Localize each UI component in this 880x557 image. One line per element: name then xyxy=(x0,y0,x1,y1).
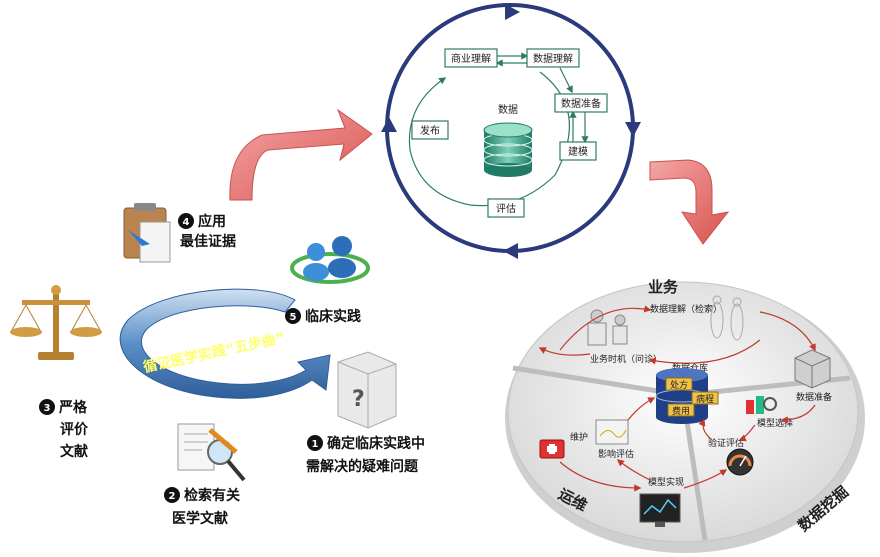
svg-text:需解决的疑难问题: 需解决的疑难问题 xyxy=(306,458,419,475)
gauge-icon xyxy=(726,448,754,476)
box-data-preparation: 数据准备 xyxy=(554,93,608,113)
svg-text:商业理解: 商业理解 xyxy=(451,52,491,65)
sector-line-left xyxy=(512,365,684,398)
svg-text:4: 4 xyxy=(183,217,190,228)
link-timing-search xyxy=(559,305,652,351)
svg-text:发布: 发布 xyxy=(420,124,440,137)
link-prep-select xyxy=(780,404,816,424)
step-2-search-literature: 2 检索有关 医学文献 xyxy=(164,423,246,527)
data-cube-icon xyxy=(794,349,831,389)
medkit-icon xyxy=(539,439,565,459)
red-arrow-right xyxy=(649,159,730,245)
box-modeling: 建模 xyxy=(559,141,597,161)
doctor-figure-icon xyxy=(587,309,628,346)
clipboard-icon xyxy=(123,203,171,263)
svg-text:3: 3 xyxy=(44,403,51,414)
ring-band xyxy=(119,288,331,399)
svg-text:评估: 评估 xyxy=(496,202,516,215)
link-select-valid xyxy=(738,424,756,442)
model-selection: 模型选择 xyxy=(757,417,793,429)
data-understanding-search: 数据理解（检索） xyxy=(650,303,722,315)
impact-eval: 影响评估 xyxy=(598,448,634,460)
ring-arrow-left xyxy=(381,117,397,132)
ebm-five-step-ring: 循证医学实践“五步曲” xyxy=(119,288,331,399)
svg-text:确定临床实践中: 确定临床实践中 xyxy=(327,435,425,452)
svg-text:1: 1 xyxy=(312,439,319,450)
data-preparation: 数据准备 xyxy=(796,391,832,403)
crisp-dm-cycle: 商业理解 数据理解 数据准备 建模 评估 发布 数据 xyxy=(381,3,641,259)
svg-text:建模: 建模 xyxy=(568,145,588,158)
link-valid-warehouse xyxy=(698,418,713,441)
model-impl: 模型实现 xyxy=(648,476,684,488)
document-magnifier-icon xyxy=(177,423,246,482)
link-maint-impl xyxy=(559,461,642,492)
scales-icon xyxy=(10,285,102,360)
warehouse-tag-course: 病程 xyxy=(691,391,719,405)
svg-text:2: 2 xyxy=(169,491,176,502)
svg-text:数据准备: 数据准备 xyxy=(561,97,601,110)
sector-business-label: 业务 xyxy=(648,278,679,296)
step-1-identify-problem: ? 1 确定临床实践中 需解决的疑难问题 xyxy=(306,351,425,475)
doc-icon xyxy=(595,419,629,445)
link-du-dp xyxy=(559,67,573,94)
step-3-appraise-literature: 3 严格 评价 文献 xyxy=(10,285,102,460)
svg-text:病程: 病程 xyxy=(696,393,714,405)
svg-text:检索有关: 检索有关 xyxy=(184,487,240,504)
link-search-prep xyxy=(759,311,816,352)
svg-text:数据理解: 数据理解 xyxy=(533,52,573,65)
inner-cycle-path xyxy=(408,71,571,207)
svg-text:费用: 费用 xyxy=(672,405,690,417)
box-business-understanding: 商业理解 xyxy=(444,48,498,68)
box-deployment: 发布 xyxy=(411,120,449,140)
svg-text:评价: 评价 xyxy=(60,422,89,438)
svg-text:处方: 处方 xyxy=(670,379,688,391)
svg-text:?: ? xyxy=(352,387,365,412)
warehouse-tag-cost: 费用 xyxy=(667,403,695,417)
data-mining-disc: 业务 运维 数据挖掘 数据理解（检索） 业务时机（问诊） 数据仓库 xyxy=(505,278,865,553)
ring-arrow-bottom xyxy=(503,243,518,259)
box-evaluation: 评估 xyxy=(487,198,525,218)
svg-text:临床实践: 临床实践 xyxy=(305,308,361,325)
ring-arrow-top xyxy=(505,4,520,20)
step-5-clinical-practice: 5 临床实践 xyxy=(285,236,370,325)
business-timing: 业务时机（问诊） xyxy=(590,353,662,365)
warehouse-tag-prescription: 处方 xyxy=(665,377,693,391)
question-box-icon: ? xyxy=(337,351,397,429)
validation: 验证评估 xyxy=(708,437,744,449)
svg-text:应用: 应用 xyxy=(198,213,226,230)
box-data-understanding: 数据理解 xyxy=(526,48,580,68)
ring-arrow-right xyxy=(625,122,641,137)
maintenance: 维护 xyxy=(570,431,588,443)
link-impl-impact xyxy=(616,459,651,481)
link-impl-valid xyxy=(683,469,728,489)
ring-title: 循证医学实践“五步曲” xyxy=(142,329,287,376)
link-to-timing xyxy=(648,339,761,365)
data-label: 数据 xyxy=(498,103,518,116)
link-timing-left xyxy=(538,347,591,356)
svg-text:最佳证据: 最佳证据 xyxy=(180,233,236,250)
monitor-icon xyxy=(639,493,681,527)
anatomy-figures-icon xyxy=(710,295,744,341)
link-impact-warehouse xyxy=(627,397,656,421)
svg-text:医学文献: 医学文献 xyxy=(172,510,228,527)
step-4-apply-evidence: 4 应用 最佳证据 xyxy=(123,203,236,263)
svg-text:严格: 严格 xyxy=(58,399,88,416)
red-arrow-left xyxy=(229,108,373,201)
database-cylinder-icon xyxy=(483,122,533,177)
svg-text:文献: 文献 xyxy=(60,443,88,460)
users-icon xyxy=(290,236,370,284)
svg-text:5: 5 xyxy=(290,312,297,323)
model-select-icon xyxy=(746,396,777,414)
